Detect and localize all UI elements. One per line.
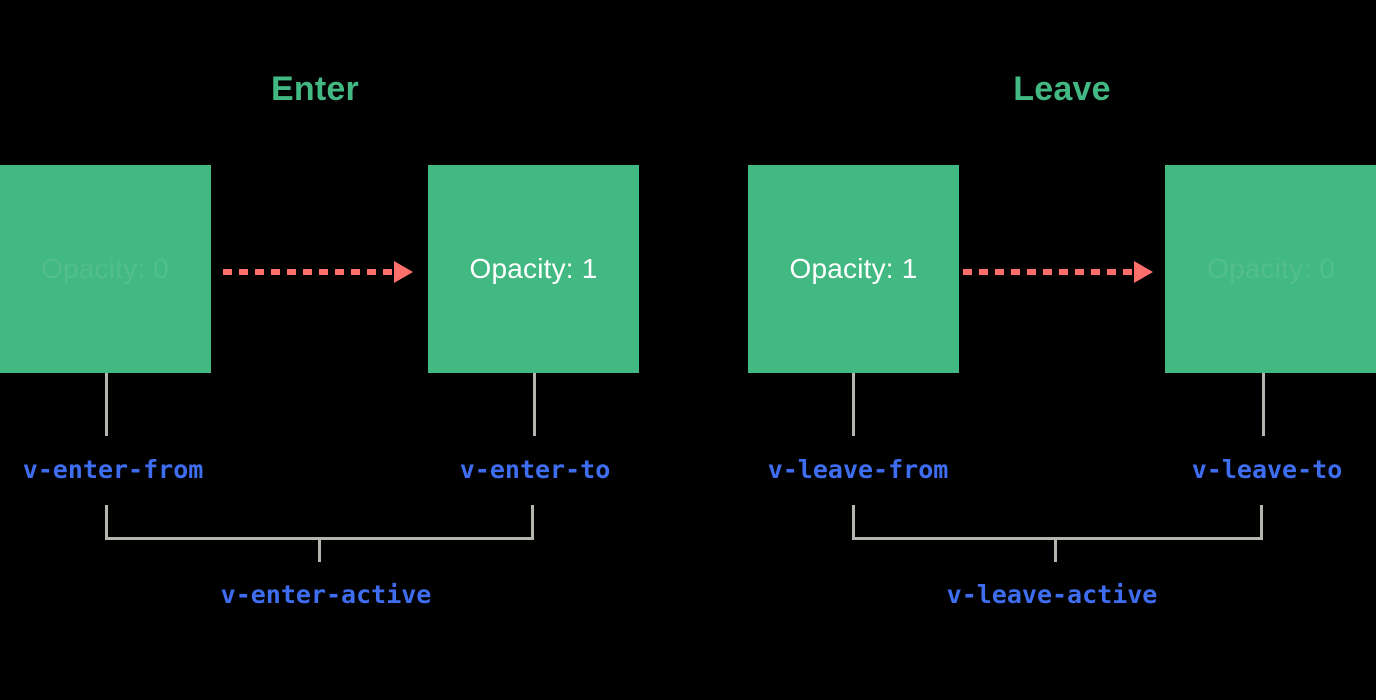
section-title-leave: Leave (1013, 70, 1111, 108)
enter-to-box: Opacity: 1 (428, 165, 639, 373)
enter-active-bracket-left-stub (105, 505, 108, 540)
tag-v-leave-from: v-leave-from (767, 455, 949, 484)
leave-to-opacity-label: Opacity: 0 (1206, 253, 1336, 284)
leave-active-drop-line (1054, 537, 1057, 562)
enter-transition-arrow-icon (223, 261, 413, 283)
leave-active-bracket-span (852, 537, 1263, 540)
leave-active-bracket-right-stub (1260, 505, 1263, 540)
tag-v-leave-active: v-leave-active (946, 580, 1158, 609)
section-title-enter: Enter (271, 70, 359, 108)
tag-v-leave-to: v-leave-to (1191, 455, 1343, 484)
tag-v-enter-active: v-enter-active (220, 580, 432, 609)
enter-active-bracket-right-stub (531, 505, 534, 540)
arrow-head (1134, 261, 1153, 283)
arrow-head (394, 261, 413, 283)
leave-to-connector-line (1262, 373, 1265, 436)
enter-active-drop-line (318, 537, 321, 562)
tag-v-enter-from: v-enter-from (22, 455, 204, 484)
arrow-dashes (963, 269, 1135, 275)
enter-from-box: Opacity: 0 (0, 165, 211, 373)
enter-from-opacity-label: Opacity: 0 (40, 253, 170, 284)
enter-to-connector-line (533, 373, 536, 436)
leave-to-box: Opacity: 0 (1165, 165, 1376, 373)
enter-from-connector-line (105, 373, 108, 436)
tag-v-enter-to: v-enter-to (459, 455, 611, 484)
leave-transition-arrow-icon (963, 261, 1153, 283)
leave-from-opacity-label: Opacity: 1 (789, 253, 918, 284)
leave-from-connector-line (852, 373, 855, 436)
leave-from-box: Opacity: 1 (748, 165, 959, 373)
enter-to-opacity-label: Opacity: 1 (469, 253, 598, 284)
leave-active-bracket-left-stub (852, 505, 855, 540)
arrow-dashes (223, 269, 395, 275)
